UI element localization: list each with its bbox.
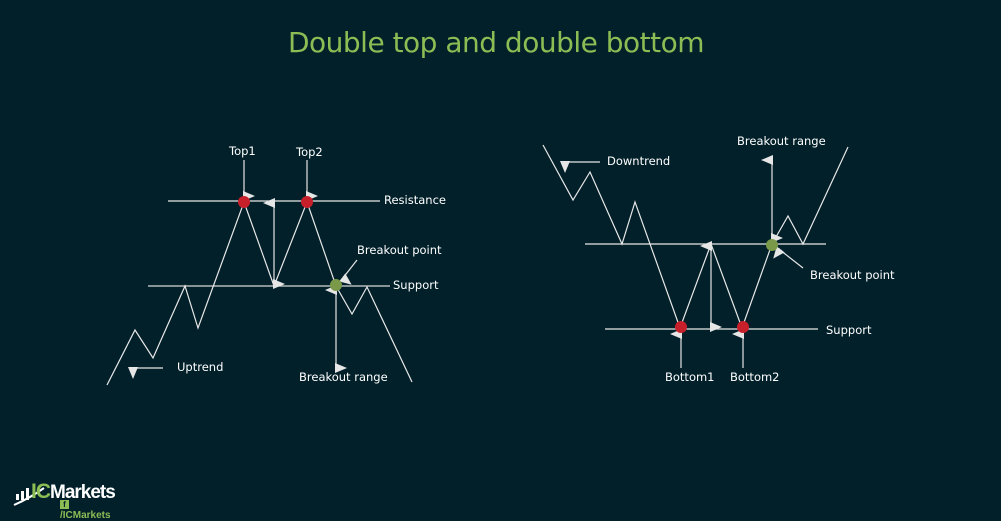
- breakout-point-label: Breakout point: [357, 243, 442, 257]
- breakout-range-label: Breakout range: [299, 370, 388, 384]
- breakout-point-arrow: [773, 246, 804, 269]
- top2-marker: [301, 196, 313, 208]
- logo-prefix: IC: [31, 480, 51, 503]
- support-label: Support: [826, 323, 872, 337]
- double-top-diagram: [106, 160, 413, 386]
- downtrend-label: Downtrend: [607, 154, 671, 168]
- logo-icon: [13, 487, 45, 506]
- breakout-point-arrow: [339, 259, 358, 285]
- bottom2-marker: [737, 321, 749, 333]
- breakout-range-label: Breakout range: [737, 134, 826, 148]
- logo-suffix: Markets: [50, 482, 116, 503]
- bottom1-label: Bottom1: [665, 370, 715, 384]
- price-path: [542, 144, 849, 330]
- resistance-label: Resistance: [384, 193, 446, 207]
- bottom1-marker: [675, 321, 687, 333]
- uptrend-label: Uptrend: [177, 360, 224, 374]
- support-label: Support: [393, 278, 439, 292]
- page-title: Double top and double bottom: [287, 26, 705, 59]
- top1-label: Top1: [229, 144, 256, 158]
- facebook-icon: f: [60, 500, 69, 509]
- bottom2-label: Bottom2: [730, 370, 780, 384]
- breakout-point-marker: [766, 239, 778, 251]
- top2-label: Top2: [296, 145, 323, 159]
- breakout-point-label: Breakout point: [810, 268, 895, 282]
- double-bottom-diagram: [542, 144, 849, 368]
- top1-marker: [238, 196, 250, 208]
- price-path: [106, 200, 413, 386]
- social-handle: f/ICMarkets: [60, 500, 111, 521]
- breakout-point-marker: [330, 279, 342, 291]
